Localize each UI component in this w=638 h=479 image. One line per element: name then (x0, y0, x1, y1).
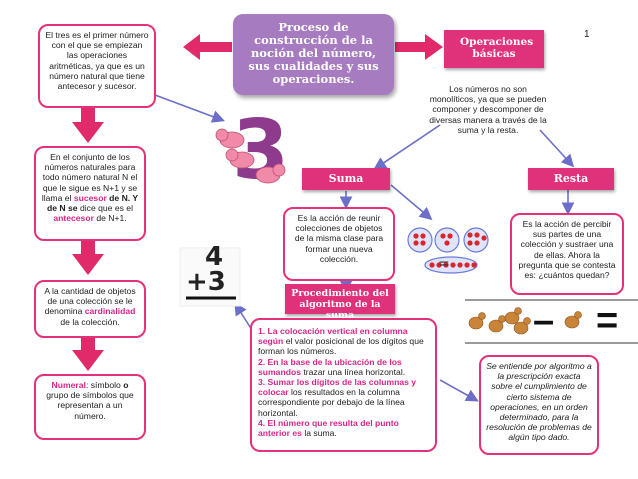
box2-part-b: de N. Y de N se (47, 192, 139, 214)
operaciones-desc-text: Los números no son monolíticos, ya que s… (429, 84, 547, 135)
addition-bottom-text: +3 (186, 267, 226, 297)
procedimiento-header: Procedimiento del algoritmo de la suma (285, 284, 395, 321)
sucesor-term: sucesor (73, 192, 107, 203)
tres-primer-numero-box: El tres es el primer número con el que s… (38, 24, 156, 108)
equals-text: = (596, 300, 619, 342)
step-4: 4. El número que resulta del punto anter… (258, 418, 429, 438)
step-4-key: 4. El número que resulta del punto anter… (258, 417, 399, 439)
red-arrow-title-right (395, 34, 443, 60)
sucesor-antecesor-box: En el conjunto de los números naturales … (34, 146, 146, 241)
arrow-suma-to-circles (390, 184, 433, 221)
apples (413, 232, 487, 268)
step-1-key: 1. La colocación vertical en columna seg… (258, 326, 408, 347)
addition-top-text: 4 (205, 242, 224, 272)
squirrel-subtraction (465, 299, 638, 344)
suma-header: Suma (302, 168, 390, 190)
resta-header-text: Resta (553, 172, 589, 185)
numeral-box: Numeral: símbolo o grupo de símbolos que… (34, 374, 146, 440)
red-arrow-title-left (183, 34, 232, 60)
svg-text:=: = (438, 256, 450, 272)
minus-sign: – (533, 302, 554, 340)
cardinalidad-term: cardinalidad (84, 306, 136, 317)
addition-card (179, 247, 241, 307)
algoritmo-text: Se entiende por algoritmo a la prescripc… (486, 361, 592, 443)
suma-description-box: Es la acción de reunir colecciones de ob… (283, 207, 395, 281)
box4-part-b: grupo de símbolos que representan a un n… (46, 390, 134, 421)
left-flow-arrows (72, 34, 443, 371)
step-3-text: los resultados en la columna correspondi… (258, 387, 405, 418)
resta-description-box: Es la acción de percibir sus partes de u… (510, 213, 624, 295)
suma-desc-text: Es la acción de reunir colecciones de ob… (294, 213, 384, 264)
step-1: 1. La colocación vertical en columna seg… (258, 326, 429, 357)
main-title: Proceso de construcción de la noción del… (233, 14, 394, 95)
antecesor-term: antecesor (53, 213, 94, 224)
operaciones-description: Los números no son monolíticos, ya que s… (428, 84, 548, 135)
box4-part-o: o (123, 380, 129, 390)
numeral-term: Numeral (51, 380, 86, 390)
algoritmo-definition-box: Se entiende por algoritmo a la prescripc… (479, 355, 599, 455)
box2-part-c: dice que es el (77, 203, 133, 214)
operaciones-header: Operaciones básicas (444, 30, 544, 68)
blue-arrows (154, 94, 575, 402)
red-arrow-3 (72, 336, 104, 371)
three-numeral: 3 (232, 103, 289, 198)
arrow-op-to-suma (373, 124, 441, 170)
resta-header: Resta (528, 168, 614, 190)
step-3-key: 3. Sumar los dígitos de las columnas y c… (258, 377, 417, 398)
tres-primer-numero-text: El tres es el primer número con el que s… (45, 30, 149, 92)
box2-part-a: En el conjunto de los números naturales … (41, 152, 138, 203)
step-2: 2. En la base de la ubicación de los sum… (258, 357, 429, 377)
three-pigs-illustration: 3 (215, 103, 289, 198)
operaciones-header-text: Operaciones básicas (460, 36, 534, 60)
resta-desc-text: Es la acción de percibir sus partes de u… (518, 219, 616, 281)
minus-text: – (533, 300, 555, 342)
red-arrow-1 (72, 108, 104, 143)
page-number: 1 (584, 29, 590, 40)
suma-header-text: Suma (328, 172, 364, 185)
box4-part-a: : símbolo (85, 380, 124, 390)
box3-part-b: de la colección. (60, 316, 120, 327)
arrow-op-to-resta (539, 129, 575, 168)
procedimiento-header-text: Procedimiento del algoritmo de la suma (291, 288, 389, 321)
box2-part-d: de N+1. (93, 213, 127, 224)
equals-sign: = (596, 302, 618, 340)
box3-part-a: A la cantidad de objetos de una colecció… (44, 286, 136, 317)
step-2-text: trazar una línea horizontal. (300, 366, 406, 377)
step-4-text: la suma. (301, 428, 337, 439)
step-2-key: 2. En la base de la ubicación de los sum… (258, 356, 402, 377)
red-arrow-2 (72, 240, 104, 275)
arrow-proc-to-algo (439, 379, 479, 402)
step-1-text: el valor posicional de los dígitos que f… (258, 336, 424, 357)
arrow-proc-to-addition (234, 302, 253, 331)
addition-top-digit: 4 (205, 243, 223, 271)
arrow-left1-to-three (154, 94, 225, 123)
procedimiento-steps-box: 1. La colocación vertical en columna seg… (250, 318, 437, 452)
cardinalidad-box: A la cantidad de objetos de una colecció… (34, 280, 146, 338)
main-title-text: Proceso de construcción de la noción del… (248, 20, 379, 86)
step-3: 3. Sumar los dígitos de las columnas y c… (258, 377, 429, 418)
addition-bottom-digits: +3 (186, 268, 226, 296)
